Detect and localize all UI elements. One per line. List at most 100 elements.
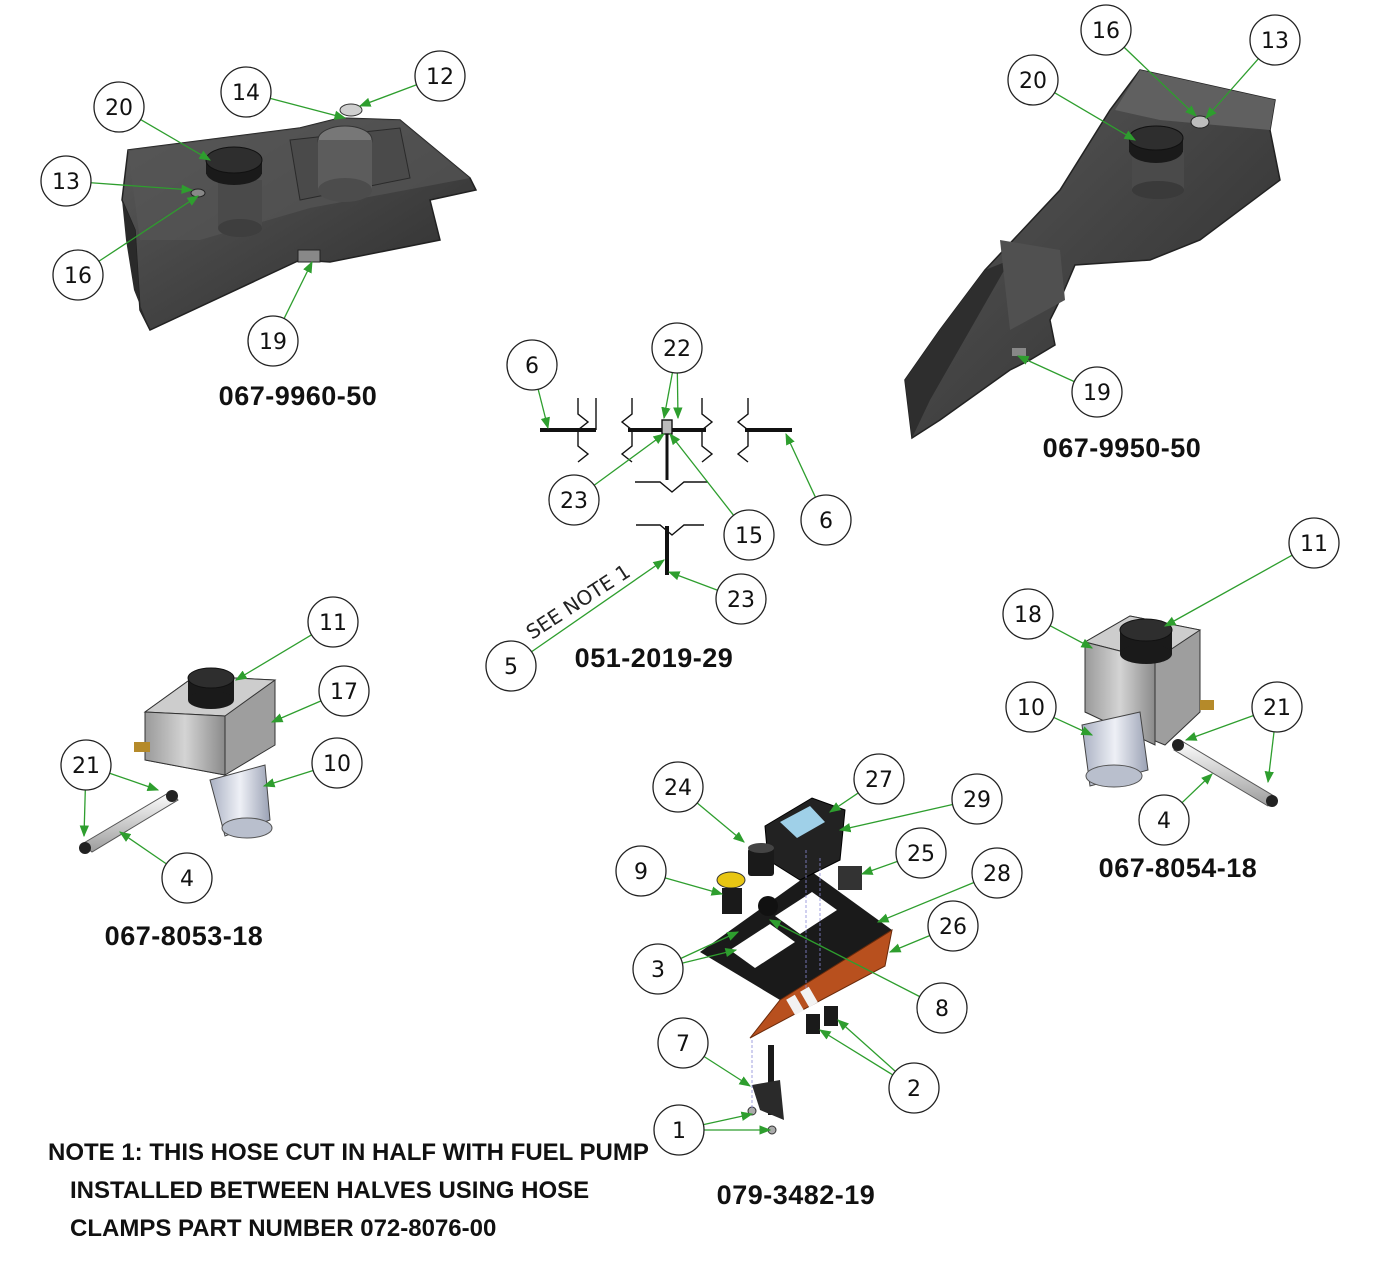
callout-p-3: 3 (632, 943, 684, 995)
assembly-label-tank-left: 067-9960-50 (219, 381, 378, 411)
leader-line-h-6a-0 (537, 389, 550, 430)
leader-line-tr-16-0 (1123, 46, 1197, 117)
callout-number: 5 (504, 655, 518, 680)
callout-tl-16: 16 (52, 249, 104, 301)
callout-p-7: 7 (657, 1017, 709, 1069)
callout-p-8: 8 (916, 982, 968, 1034)
callout-p-9: 9 (615, 845, 667, 897)
callout-number: 19 (259, 330, 287, 355)
leader-line-h-15-0 (669, 433, 735, 516)
callout-number: 10 (323, 752, 351, 777)
leader-line-tl-20-0 (140, 119, 212, 161)
callout-circle (161, 852, 213, 904)
callout-circle (506, 339, 558, 391)
callout-circle (1007, 54, 1059, 106)
callout-tl-12: 12 (414, 50, 466, 102)
callout-tl-19: 19 (247, 315, 299, 367)
assembly-label-hose: 051-2019-29 (575, 643, 734, 673)
leader-line-p-24-0 (696, 802, 745, 843)
leader-line-rl-11-0 (234, 634, 312, 681)
callout-rl-11: 11 (307, 596, 359, 648)
callout-number: 6 (525, 354, 539, 379)
callout-circle (853, 753, 905, 805)
callout-rr-21: 21 (1251, 681, 1303, 733)
callout-circle (311, 737, 363, 789)
callout-p-26: 26 (927, 900, 979, 952)
callout-p-2: 2 (888, 1062, 940, 1114)
callout-h-23a: 23 (548, 474, 600, 526)
hydraulic-reservoir-right (1081, 615, 1278, 807)
leader-line-tl-14-0 (270, 97, 347, 120)
leader-line-p-7-0 (703, 1055, 751, 1087)
leader-line-h-6b-0 (785, 432, 817, 498)
leader-line-p-3-0 (680, 931, 740, 960)
leader-line-p-29-0 (838, 803, 953, 833)
callout-tl-20: 20 (93, 81, 145, 133)
leader-line-rl-21-1 (109, 772, 160, 791)
callout-number: 14 (232, 81, 260, 106)
callout-number: 11 (319, 611, 347, 636)
callout-number: 16 (1092, 19, 1120, 44)
callout-number: 21 (72, 754, 100, 779)
callout-rl-21: 21 (60, 739, 112, 791)
assembly-label-reservoir-right: 067-8054-18 (1099, 853, 1258, 883)
leader-line-p-27-0 (829, 792, 859, 813)
leader-line-p-26-0 (888, 934, 931, 953)
leader-line-h-5-0 (531, 559, 665, 653)
callout-circle (93, 81, 145, 133)
callout-h-22: 22 (651, 322, 703, 374)
callout-circle (888, 1062, 940, 1114)
callout-circle (951, 773, 1003, 825)
callout-circle (247, 315, 299, 367)
leader-line-rl-4-0 (119, 831, 167, 865)
callout-tr-13: 13 (1249, 14, 1301, 66)
leader-line-rl-17-0 (270, 700, 322, 723)
see-note-label: SEE NOTE 1 (522, 559, 635, 644)
callout-tl-13: 13 (40, 155, 92, 207)
callout-tr-19: 19 (1071, 366, 1123, 418)
leader-line-h-22-0 (661, 372, 674, 420)
callout-h-15: 15 (723, 509, 775, 561)
callout-h-6a: 6 (506, 339, 558, 391)
note-line-3: CLAMPS PART NUMBER 072-8076-00 (70, 1215, 496, 1242)
leader-line-p-28-0 (876, 881, 975, 923)
fuel-tank-left (121, 103, 478, 331)
callout-number: 15 (735, 524, 763, 549)
callout-rr-4: 4 (1138, 794, 1190, 846)
callout-circle (1005, 681, 1057, 733)
leader-line-p-25-0 (860, 860, 898, 875)
callout-circle (653, 1104, 705, 1156)
callout-p-27: 27 (853, 753, 905, 805)
leader-line-rl-10-0 (262, 769, 314, 788)
hose-detail (540, 398, 792, 575)
callout-circle (800, 494, 852, 546)
callout-circle (1071, 366, 1123, 418)
callout-h-23b: 23 (715, 573, 767, 625)
leader-line-p-1-0 (703, 1111, 754, 1126)
callout-h-5: 5 (485, 640, 537, 692)
leader-line-rr-4-0 (1181, 773, 1213, 804)
callout-number: 13 (1261, 29, 1289, 54)
callout-tr-16: 16 (1080, 4, 1132, 56)
callout-number: 27 (865, 768, 893, 793)
callout-circle (1288, 517, 1340, 569)
leader-line-rl-21-0 (79, 789, 89, 838)
callout-circle (723, 509, 775, 561)
leader-line-rr-21-0 (1184, 714, 1254, 741)
callout-number: 20 (1019, 69, 1047, 94)
callout-rr-10: 10 (1005, 681, 1057, 733)
callout-circle (715, 573, 767, 625)
callout-number: 16 (64, 264, 92, 289)
callout-p-1: 1 (653, 1104, 705, 1156)
callout-p-25: 25 (895, 827, 947, 879)
callout-number: 26 (939, 915, 967, 940)
callout-circle (651, 322, 703, 374)
callout-number: 3 (651, 958, 665, 983)
callout-number: 29 (963, 788, 991, 813)
callout-tr-20: 20 (1007, 54, 1059, 106)
callout-number: 8 (935, 997, 949, 1022)
callout-rl-17: 17 (318, 665, 370, 717)
leader-line-p-8-0 (768, 919, 921, 998)
